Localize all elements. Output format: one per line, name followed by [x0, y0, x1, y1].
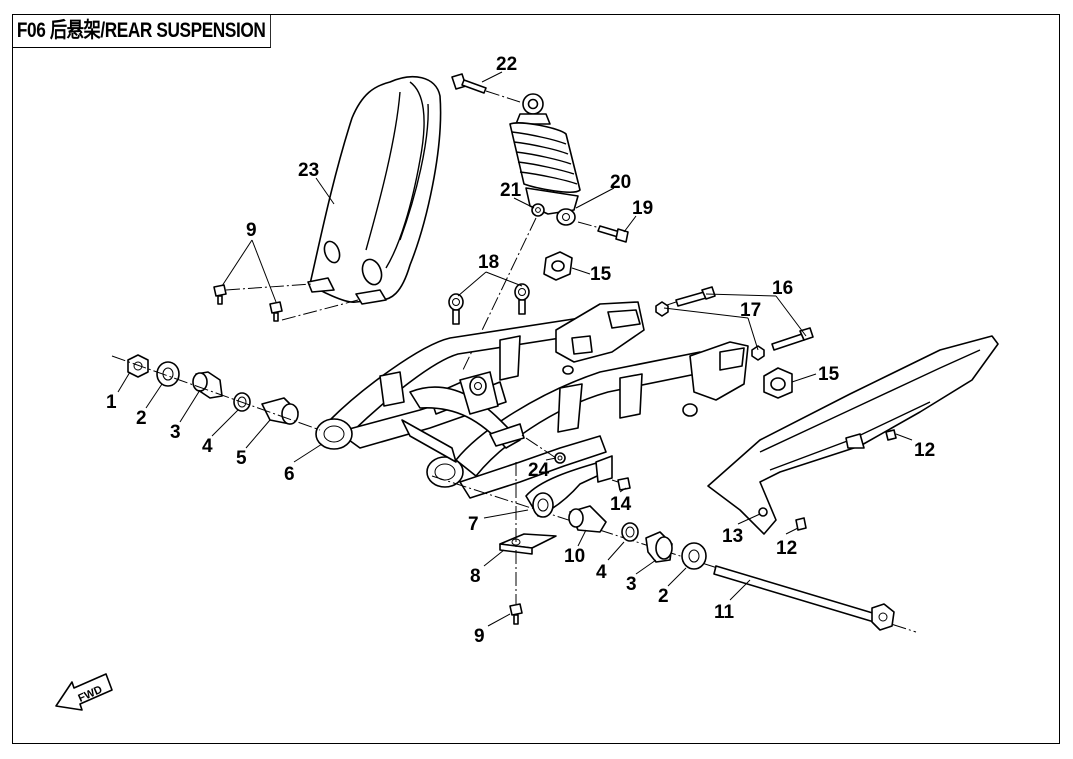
- callout-23: 23: [298, 160, 319, 181]
- callout-15-left: 15: [590, 264, 612, 285]
- washer-left-part-2: [156, 361, 180, 387]
- adjuster-bolt-upper-part-16: [663, 286, 716, 307]
- washer-right-part-2: [681, 542, 707, 570]
- callout-1: 1: [106, 392, 117, 413]
- callout-24: 24: [528, 460, 550, 481]
- shock-nut-part-21: [531, 203, 545, 217]
- chain-guard-part-13: [707, 335, 999, 535]
- callout-7: 7: [468, 514, 479, 535]
- callout-2-left: 2: [136, 408, 147, 429]
- callout-2-right: 2: [658, 586, 669, 607]
- slider-bolt-part-14: [611, 477, 631, 491]
- callout-labels: 22 23 9 21 20 19 18 15 16 17 15 1 2 3 4 …: [106, 54, 935, 647]
- callout-9-fender: 9: [246, 220, 257, 241]
- mounting-plate-part-8: [499, 533, 557, 555]
- pivot-shaft-part-11: [713, 565, 895, 631]
- callout-19: 19: [632, 198, 653, 219]
- callout-3-right: 3: [626, 574, 637, 595]
- callout-12-lower: 12: [776, 538, 797, 559]
- chain-adjuster-left-part-15: [543, 251, 573, 281]
- callout-15-right: 15: [818, 364, 840, 385]
- callout-5: 5: [236, 448, 247, 469]
- callout-9-lower: 9: [474, 626, 485, 647]
- adjuster-bolt-lower-part-16: [771, 327, 814, 351]
- shock-absorber-part-20: [509, 93, 581, 226]
- adjuster-nut-lower-part-17: [751, 345, 765, 361]
- pivot-nut-part-1: [127, 354, 149, 378]
- guard-bolt-upper-part-12: [885, 429, 897, 441]
- callout-3-left: 3: [170, 422, 181, 443]
- callout-22: 22: [496, 54, 517, 75]
- chain-adjuster-right-part-15: [763, 367, 793, 399]
- callout-21: 21: [500, 180, 522, 201]
- lower-bolt-part-9: [509, 603, 523, 625]
- shock-spring: [509, 122, 581, 193]
- nut-part-24: [554, 452, 566, 464]
- collar-right-part-10: [568, 505, 607, 533]
- fender-bolt-left-part-9: [213, 284, 227, 305]
- callout-4-left: 4: [202, 436, 213, 457]
- callout-11: 11: [714, 602, 735, 623]
- callout-6: 6: [284, 464, 295, 485]
- rear-fender-part-23: [307, 75, 442, 305]
- callout-14: 14: [610, 494, 632, 515]
- bushing-part-5: [261, 397, 299, 425]
- chain-slider-part-7: [525, 455, 613, 518]
- swingarm-part-6: [315, 301, 749, 499]
- collar-right-part-3: [645, 531, 673, 563]
- title-code: F06: [16, 19, 46, 42]
- leader-lines: [117, 71, 913, 627]
- upper-shock-bolt-part-22: [451, 73, 521, 103]
- callout-18: 18: [478, 252, 499, 273]
- lower-shock-bolt-part-19: [577, 221, 629, 243]
- hose-clip-left-part-18: [448, 293, 464, 325]
- hose-clip-right-part-18: [514, 283, 530, 315]
- diagram-title: F06 后悬架/REAR SUSPENSION: [12, 14, 272, 48]
- callout-8: 8: [470, 566, 481, 587]
- callout-12-upper: 12: [914, 440, 935, 461]
- callout-16: 16: [772, 278, 793, 299]
- forward-direction-arrow: FWD: [55, 673, 113, 711]
- callout-20: 20: [610, 172, 631, 193]
- title-name: 后悬架/REAR SUSPENSION: [49, 19, 266, 42]
- callout-10: 10: [564, 546, 585, 567]
- guard-bolt-lower-part-12: [795, 517, 807, 531]
- callout-4-right: 4: [596, 562, 607, 583]
- callout-13: 13: [722, 526, 743, 547]
- adjuster-nut-upper-part-17: [655, 301, 669, 317]
- seal-right-part-4: [621, 522, 639, 542]
- drawing-frame: [12, 14, 1060, 744]
- fender-bolt-right-part-9: [269, 301, 283, 322]
- callout-17: 17: [740, 300, 761, 321]
